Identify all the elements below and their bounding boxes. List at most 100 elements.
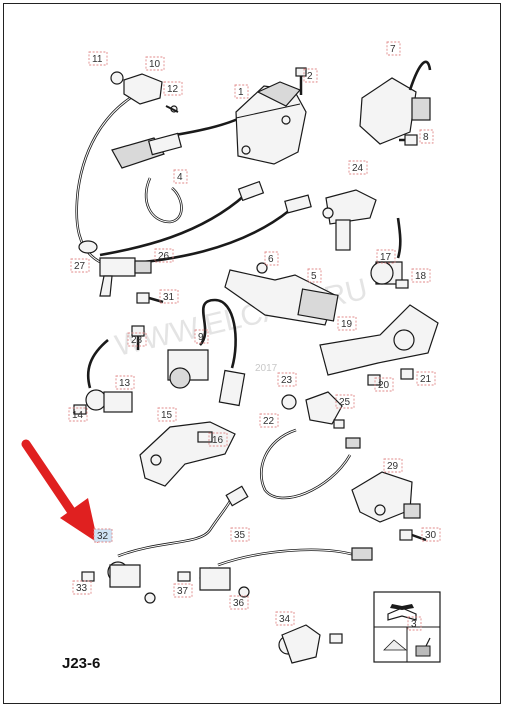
part-9-sensor (167, 298, 246, 407)
part-label-27: 27 (70, 258, 90, 273)
part-17-sensor (370, 217, 409, 289)
part-label-14: 14 (68, 407, 88, 422)
part-number: 6 (268, 254, 274, 265)
part-label-34: 34 (275, 611, 295, 626)
part-number: 28 (131, 335, 143, 346)
part-label-10: 10 (145, 56, 165, 71)
part-number: 3 (411, 619, 417, 630)
part-label-2: 2 (303, 68, 318, 83)
oil-can-icon (415, 637, 431, 657)
part-label-22: 22 (259, 413, 279, 428)
part-number: 22 (263, 416, 275, 427)
part-1-bracket (235, 81, 307, 165)
part-number: 36 (233, 598, 245, 609)
part-number: 4 (177, 172, 183, 183)
part-number: 18 (415, 271, 427, 282)
part-label-4: 4 (173, 169, 188, 184)
part-label-25: 25 (335, 394, 355, 409)
part-label-37: 37 (173, 583, 193, 598)
part-label-21: 21 (416, 371, 436, 386)
part-label-7: 7 (386, 41, 401, 56)
part-2-bolt (295, 67, 307, 95)
part-label-36: 36 (229, 595, 249, 610)
part-label-15: 15 (157, 407, 177, 422)
part-22-sensor (260, 391, 361, 500)
part-label-23: 23 (277, 372, 297, 387)
part-label-28: 28 (127, 332, 147, 347)
part-number: 31 (163, 292, 175, 303)
part-31-bolt (136, 292, 164, 304)
part-number: 35 (234, 530, 246, 541)
watermark-year: 2017 (255, 363, 278, 374)
center-harness (99, 180, 312, 267)
part-number: 26 (158, 251, 170, 262)
part-number: 7 (390, 44, 396, 55)
part-number: 30 (425, 530, 437, 541)
part-number: 24 (352, 163, 364, 174)
part-34-sensor (278, 624, 343, 664)
part-number: 34 (279, 614, 291, 625)
part-number: 29 (387, 461, 399, 472)
part-number: 21 (420, 374, 432, 385)
part-number: 1 (238, 87, 244, 98)
part-28-bolt (131, 325, 145, 350)
part-29-sensor (351, 471, 427, 542)
part-32-sensor (81, 485, 249, 604)
part-19-bracket (319, 304, 439, 386)
part-number: 17 (380, 252, 392, 263)
part-label-31: 31 (159, 289, 179, 304)
part-15-bracket (139, 421, 236, 487)
part-number: 2 (307, 71, 313, 82)
part-number: 12 (167, 84, 179, 95)
part-number: 37 (177, 586, 189, 597)
part-35-sensor (177, 547, 373, 598)
part-number: 27 (74, 261, 86, 272)
part-label-11: 11 (88, 51, 108, 66)
page-code: J23-6 (62, 655, 100, 672)
part-4-cable-tie (144, 177, 183, 224)
part-number: 5 (311, 271, 317, 282)
part-number: 16 (212, 435, 224, 446)
part-label-17: 17 (376, 249, 396, 264)
part-number: 13 (119, 378, 131, 389)
part-label-30: 30 (421, 527, 441, 542)
legend-box (373, 591, 441, 663)
part-label-1: 1 (234, 84, 249, 99)
part-label-29: 29 (383, 458, 403, 473)
part-label-9: 9 (194, 329, 209, 344)
part-label-12: 12 (163, 81, 183, 96)
part-label-24: 24 (348, 160, 368, 175)
part-number: 19 (341, 319, 353, 330)
part-number: 23 (281, 375, 293, 386)
part-label-8: 8 (419, 129, 434, 144)
part-label-18: 18 (411, 268, 431, 283)
part-label-35: 35 (230, 527, 250, 542)
part-label-20: 20 (374, 377, 394, 392)
part-5-bracket (224, 262, 339, 326)
part-label-16: 16 (208, 432, 228, 447)
part-26-sensor (78, 240, 152, 297)
callout-arrow (21, 439, 98, 543)
part-13-sensor (73, 339, 133, 415)
part-number: 14 (72, 410, 84, 421)
part-number: 11 (92, 54, 103, 65)
part-number: 20 (378, 380, 390, 391)
part-24-sensor (322, 189, 377, 251)
part-label-3: 3 (407, 616, 422, 631)
part-number: 9 (198, 332, 204, 343)
part-label-13: 13 (115, 375, 135, 390)
part-number: 25 (339, 397, 351, 408)
part-number: 10 (149, 59, 161, 70)
sensor-harness-10 (75, 71, 179, 264)
part-label-6: 6 (264, 251, 279, 266)
part-label-32: 32 (93, 528, 113, 543)
harness-connector-1 (111, 116, 241, 169)
part-number: 8 (423, 132, 429, 143)
part-number: 33 (76, 583, 88, 594)
part-label-26: 26 (154, 248, 174, 263)
part-number: 15 (161, 410, 173, 421)
part-label-5: 5 (307, 268, 322, 283)
part-label-33: 33 (72, 580, 92, 595)
